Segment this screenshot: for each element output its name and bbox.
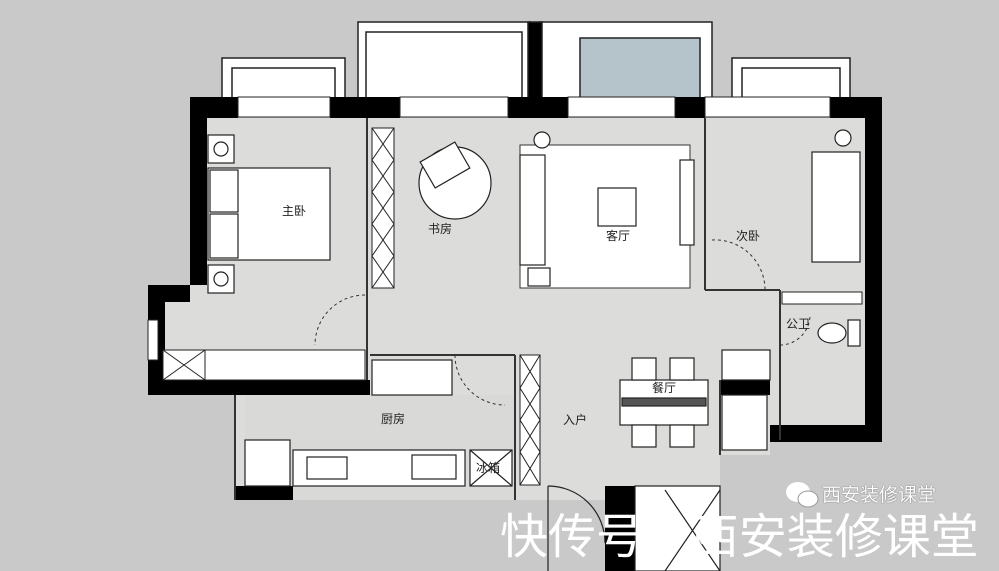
room-label-entrance: 入户 <box>563 413 588 427</box>
kitchen-counter <box>244 359 513 487</box>
partitions <box>234 118 781 500</box>
watermark-main: 快传号 / 西安装修课堂 <box>500 509 979 565</box>
study-chair <box>418 141 492 220</box>
room-label-study: 书房 <box>428 222 453 236</box>
wardrobes <box>162 127 863 486</box>
room-label-fridge: 冰箱 <box>476 461 501 475</box>
dining-table <box>619 357 709 448</box>
room-label-master-bedroom: 主卧 <box>282 204 307 218</box>
walls <box>148 97 882 571</box>
room-label-bathroom: 公卫 <box>786 317 811 331</box>
door-swings <box>314 239 811 406</box>
room-label-second-bedroom: 次卧 <box>736 229 761 243</box>
sofas <box>519 129 861 287</box>
bathroom-fixtures <box>721 319 861 451</box>
entrance-area <box>547 485 721 571</box>
top-balcony <box>357 21 713 101</box>
windows <box>147 96 831 361</box>
watermark-account: 西安装修课堂 <box>822 484 937 506</box>
bay-windows <box>221 57 851 101</box>
entrance-door <box>547 485 606 571</box>
master-bed <box>207 134 331 294</box>
room-label-dining-room: 餐厅 <box>652 381 677 395</box>
room-label-kitchen: 厨房 <box>381 412 406 426</box>
wechat-icon <box>786 482 819 508</box>
room-label-living-room: 客厅 <box>606 229 631 243</box>
